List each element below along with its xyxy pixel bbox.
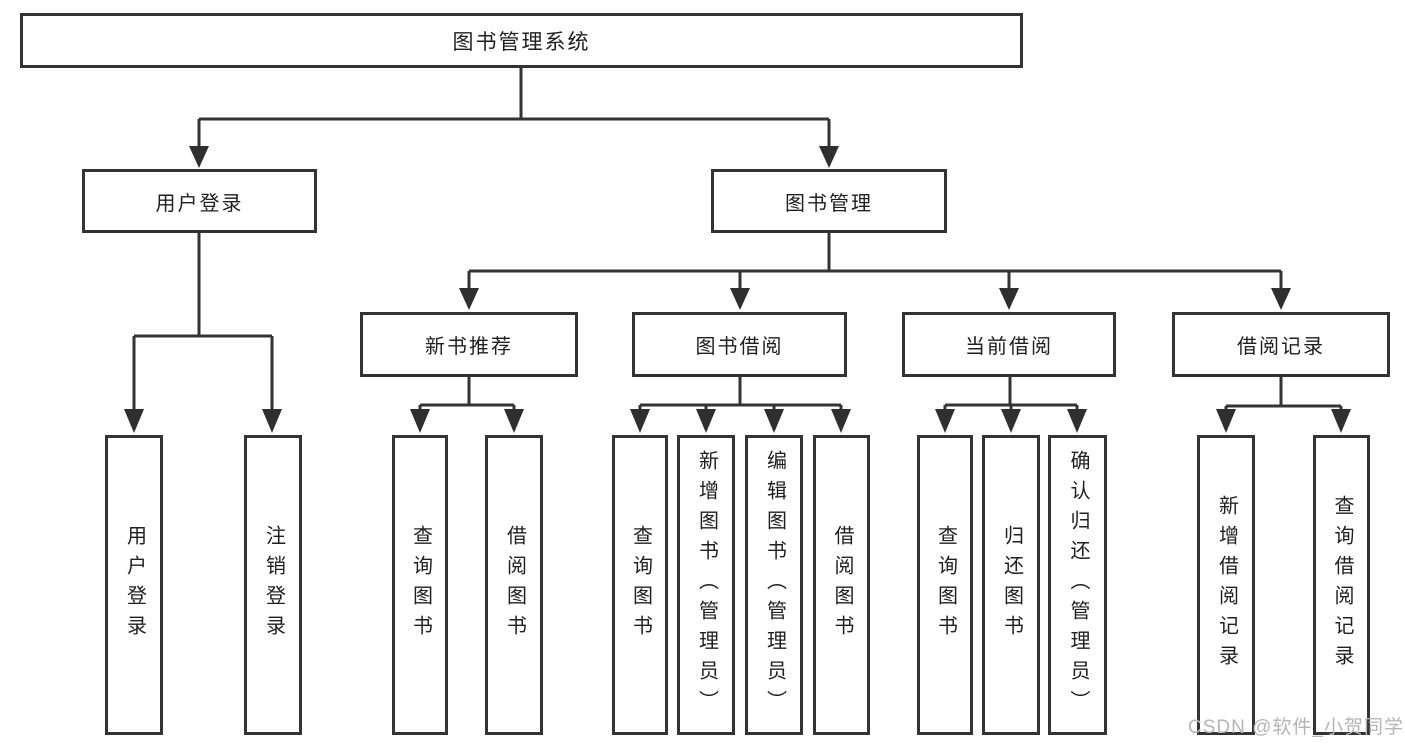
node-label: 借阅图书 (503, 525, 526, 645)
node-label: 当前借阅 (965, 336, 1053, 358)
leaf-logout-login: 注销登录 (244, 435, 302, 735)
leaf-user-login: 用户登录 (105, 435, 163, 735)
leaf-records-query-borrow-record: 查询借阅记录 (1313, 435, 1370, 735)
csdn-watermark: CSDN @软件_小贺同学 (1188, 717, 1404, 738)
leaf-recommend-query-books: 查询图书 (392, 435, 448, 735)
node-label: 查询图书 (934, 525, 957, 645)
leaf-borrow-add-books-admin: 新增图书（管理员） (677, 435, 735, 735)
node-label: 图书借阅 (695, 336, 784, 358)
node-book-management: 图书管理 (711, 169, 947, 233)
node-label: 确认归还（管理员） (1067, 450, 1089, 720)
node-label: 新增借阅记录 (1215, 495, 1238, 675)
node-label: 新增图书（管理员） (695, 450, 718, 720)
node-label: 归还图书 (1000, 525, 1023, 645)
node-label: 用户登录 (123, 525, 146, 645)
leaf-current-return-books: 归还图书 (982, 435, 1040, 735)
node-label: 图书管理 (785, 192, 873, 215)
node-label: 编辑图书（管理员） (763, 450, 786, 720)
leaf-current-query-books: 查询图书 (917, 435, 973, 735)
node-label: 查询图书 (629, 525, 652, 645)
node-label: 注销登录 (262, 525, 285, 645)
node-library-management-system: 图书管理系统 (20, 13, 1023, 68)
leaf-borrow-edit-books-admin: 编辑图书（管理员） (745, 435, 803, 735)
leaf-recommend-borrow-books: 借阅图书 (485, 435, 543, 735)
node-label: 查询图书 (409, 525, 432, 645)
leaf-records-add-borrow-record: 新增借阅记录 (1197, 435, 1255, 735)
leaf-borrow-query-books: 查询图书 (612, 435, 668, 735)
leaf-current-confirm-return-admin: 确认归还（管理员） (1048, 435, 1107, 735)
node-label: 新书推荐 (425, 336, 513, 358)
leaf-borrow-borrow-books: 借阅图书 (813, 435, 870, 735)
node-label: 图书管理系统 (452, 30, 591, 54)
node-borrowing-records: 借阅记录 (1172, 312, 1390, 377)
node-label: 借阅图书 (831, 525, 853, 645)
node-current-borrowing: 当前借阅 (902, 312, 1116, 377)
node-book-borrowing: 图书借阅 (632, 312, 847, 377)
node-label: 查询借阅记录 (1331, 495, 1353, 675)
node-user-login: 用户登录 (82, 169, 317, 233)
node-new-book-recommendation: 新书推荐 (360, 312, 578, 377)
node-label: 用户登录 (155, 192, 244, 215)
node-label: 借阅记录 (1237, 336, 1325, 358)
